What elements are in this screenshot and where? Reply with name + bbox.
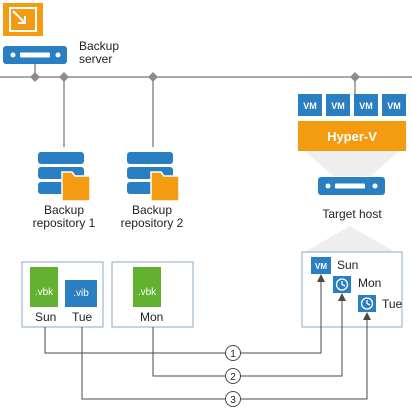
file-ext: .vib: [73, 288, 89, 299]
restore-point-day: Sun: [337, 258, 359, 272]
step-number: 1: [230, 349, 236, 360]
vbk-file-icon: [133, 267, 161, 307]
file-day-label: Tue: [72, 310, 93, 324]
step-number: 3: [230, 395, 236, 406]
clock-icon: [333, 276, 351, 293]
step-marker-3: [225, 391, 241, 407]
vm-label: VM: [331, 101, 345, 111]
hyperv-bar: [298, 121, 406, 151]
target-host-label: Target host: [322, 207, 382, 221]
vm-icon: [311, 257, 331, 274]
target-host-icon: [318, 177, 385, 195]
restore-path-3: [81, 312, 371, 400]
restore-path-1: [44, 274, 325, 354]
vm-label: VM: [303, 101, 317, 111]
backup-server-label-line1: Backup: [79, 39, 120, 53]
step-marker-2: [225, 368, 241, 384]
veeam-logo-icon: [3, 3, 43, 36]
network-node: [350, 72, 360, 82]
file-ext: .vbk: [138, 287, 157, 298]
clock-icon: [358, 295, 376, 312]
repository-1-icon: [38, 152, 91, 202]
repository-2-label-line2: repository 2: [120, 216, 184, 230]
repository-2-label-line1: Backup: [131, 203, 173, 217]
host-projection: [305, 226, 395, 252]
restore-point-day: Mon: [358, 276, 382, 290]
network-node: [148, 72, 158, 82]
vm-label: VM: [359, 101, 373, 111]
file-day-label: Sun: [35, 310, 57, 324]
vm-label: VM: [387, 101, 401, 111]
backup-server-label-line2: server: [79, 52, 113, 66]
hyperv-projection: [305, 151, 399, 176]
network-node: [59, 72, 69, 82]
step-marker-1: [225, 345, 241, 361]
file-day-label: Mon: [140, 310, 164, 324]
repository-1-label-line1: Backup: [43, 203, 85, 217]
restore-point-day: Tue: [382, 297, 403, 311]
repository-2-icon: [127, 152, 180, 202]
step-number: 2: [230, 372, 236, 383]
vib-file-icon: [65, 280, 97, 307]
repository-1-label-line2: repository 1: [32, 216, 96, 230]
network-node: [30, 72, 40, 82]
restore-path-2: [152, 293, 346, 377]
vbk-file-icon: [30, 267, 58, 307]
vm-tiles: [298, 94, 406, 116]
backup-server-icon: [3, 46, 67, 64]
vm-icon-label: VM: [315, 262, 327, 271]
hyperv-label: Hyper-V: [327, 129, 377, 144]
file-ext: .vbk: [35, 287, 54, 298]
